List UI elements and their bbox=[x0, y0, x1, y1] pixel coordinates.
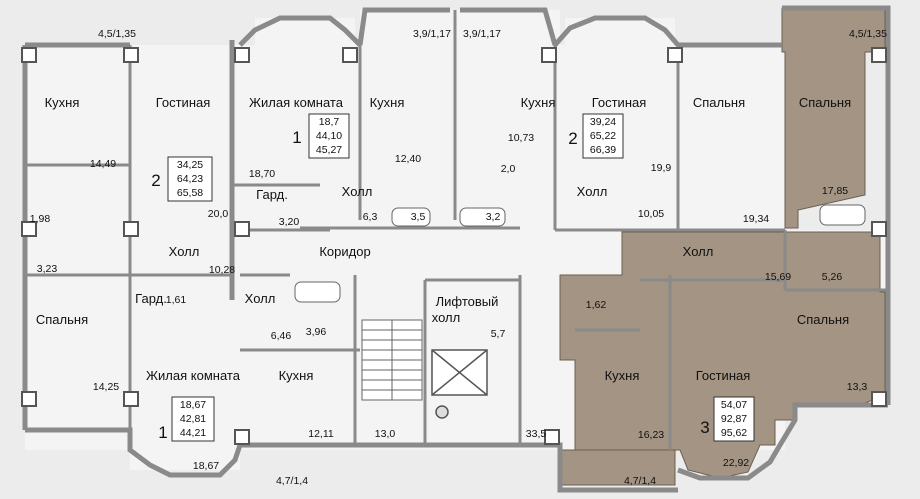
area-label: 4,7/1,4 bbox=[624, 475, 656, 487]
apartment-info-2-left: 2 34,25 64,23 65,58 bbox=[151, 156, 213, 202]
area-label: 3,2 bbox=[486, 211, 501, 223]
area-label: 33,5 bbox=[526, 428, 547, 440]
room-label: Спальня bbox=[797, 312, 849, 327]
interior-walls bbox=[25, 10, 888, 450]
room-label: Спальня bbox=[799, 95, 851, 110]
area-label: 14,25 bbox=[93, 381, 119, 393]
apartment-living-area: 39,24 bbox=[590, 116, 616, 128]
room-label: Холл bbox=[342, 184, 373, 199]
room-label: Гард. bbox=[256, 187, 288, 202]
room-label: Гостиная bbox=[156, 95, 211, 110]
area-label: 3,9/1,17 bbox=[413, 28, 451, 40]
highlighted-apartment bbox=[559, 7, 886, 486]
apartment-total-area: 65,22 bbox=[590, 130, 616, 142]
area-label: 4,5/1,35 bbox=[98, 28, 136, 40]
area-label: 1,98 bbox=[30, 213, 51, 225]
area-label: 3,20 bbox=[279, 216, 300, 228]
area-label: 6,3 bbox=[363, 211, 378, 223]
room-label: Гостиная bbox=[696, 368, 751, 383]
apartment-total-area: 44,10 bbox=[316, 130, 342, 142]
room-label: Холл bbox=[577, 184, 608, 199]
room-label: Кухня bbox=[521, 95, 556, 110]
apartment-full-area: 95,62 bbox=[721, 427, 747, 439]
area-label: 19,9 bbox=[651, 162, 672, 174]
room-label: Жилая комната bbox=[146, 368, 241, 383]
apartment-info-2-right: 2 39,24 65,22 66,39 bbox=[568, 113, 624, 159]
apartment-full-area: 44,21 bbox=[180, 427, 206, 439]
apartment-total-area: 64,23 bbox=[177, 173, 203, 185]
apartment-rooms: 2 bbox=[151, 171, 160, 190]
exterior-walls bbox=[22, 5, 891, 493]
room-labels: Кухня Гостиная Жилая комната Кухня Кухня… bbox=[36, 95, 851, 383]
area-label: 6,46 bbox=[271, 330, 292, 342]
area-label: 3,9/1,17 bbox=[463, 28, 501, 40]
room-label: Кухня bbox=[605, 368, 640, 383]
apartment-rooms: 1 bbox=[292, 128, 301, 147]
area-label: 15,69 bbox=[765, 271, 791, 283]
apartment-living-area: 34,25 bbox=[177, 159, 203, 171]
apartment-rooms: 1 bbox=[158, 423, 167, 442]
room-label: Спальня bbox=[36, 312, 88, 327]
room-label: Холл bbox=[245, 291, 276, 306]
room-label: Кухня bbox=[45, 95, 80, 110]
area-label: 18,67 bbox=[193, 460, 219, 472]
room-label: Спальня bbox=[693, 95, 745, 110]
room-label: Кухня bbox=[370, 95, 405, 110]
area-label: 22,92 bbox=[723, 457, 749, 469]
apartment-living-area: 18,67 bbox=[180, 399, 206, 411]
room-label: Холл bbox=[169, 244, 200, 259]
apartment-rooms: 3 bbox=[700, 418, 709, 437]
area-label: 13,0 bbox=[375, 428, 396, 440]
area-label: 3,5 bbox=[411, 211, 426, 223]
stairwell bbox=[361, 319, 423, 401]
area-label: 12,11 bbox=[308, 428, 334, 440]
apartment-full-area: 65,58 bbox=[177, 187, 203, 199]
area-label: 1,62 bbox=[586, 299, 607, 311]
area-label: 14,49 bbox=[90, 158, 116, 170]
apartment-living-area: 18,7 bbox=[319, 116, 340, 128]
room-label: Кухня bbox=[279, 368, 314, 383]
area-labels: 4,5/1,35 3,9/1,17 3,9/1,17 4,5/1,35 14,4… bbox=[30, 28, 887, 487]
area-label: 10,73 bbox=[508, 132, 534, 144]
area-label: 13,3 bbox=[847, 381, 868, 393]
area-label: 1,61 bbox=[166, 294, 187, 306]
area-label: 17,85 bbox=[822, 185, 848, 197]
apartment-full-area: 45,27 bbox=[316, 144, 342, 156]
area-label: 20,0 bbox=[208, 208, 229, 220]
room-label: Гостиная bbox=[592, 95, 647, 110]
apartment-info-1-bottom: 1 18,67 42,81 44,21 bbox=[158, 396, 215, 442]
apartment-total-area: 42,81 bbox=[180, 413, 206, 425]
apartment-full-area: 66,39 bbox=[590, 144, 616, 156]
area-label: 2,0 bbox=[501, 163, 516, 175]
area-label: 16,23 bbox=[638, 429, 664, 441]
apartment-rooms: 2 bbox=[568, 129, 577, 148]
area-label: 19,34 bbox=[743, 213, 769, 225]
area-label: 3,96 bbox=[306, 326, 327, 338]
area-label: 3,23 bbox=[37, 263, 58, 275]
area-label: 12,40 bbox=[395, 153, 421, 165]
room-label: Жилая комната bbox=[249, 95, 344, 110]
room-label: Коридор bbox=[319, 244, 370, 259]
apartment-info-3: 3 54,07 92,87 95,62 bbox=[700, 396, 755, 442]
area-label: 4,5/1,35 bbox=[849, 28, 887, 40]
room-label: холл bbox=[432, 310, 460, 325]
bathtubs bbox=[294, 204, 866, 303]
room-label: Холл bbox=[683, 244, 714, 259]
area-label: 4,7/1,4 bbox=[276, 475, 308, 487]
area-label: 10,05 bbox=[638, 208, 664, 220]
area-label: 10,28 bbox=[209, 264, 235, 276]
room-label: Гард. bbox=[135, 291, 167, 306]
area-label: 5,26 bbox=[822, 271, 843, 283]
apartment-living-area: 54,07 bbox=[721, 399, 747, 411]
area-label: 5,7 bbox=[491, 328, 506, 340]
area-label: 18,70 bbox=[249, 168, 275, 180]
apartment-info-1-top: 1 18,7 44,10 45,27 bbox=[292, 113, 350, 159]
apartment-total-area: 92,87 bbox=[721, 413, 747, 425]
elevator bbox=[431, 349, 488, 419]
room-label: Лифтовый bbox=[436, 294, 499, 309]
structural-columns bbox=[21, 47, 887, 445]
